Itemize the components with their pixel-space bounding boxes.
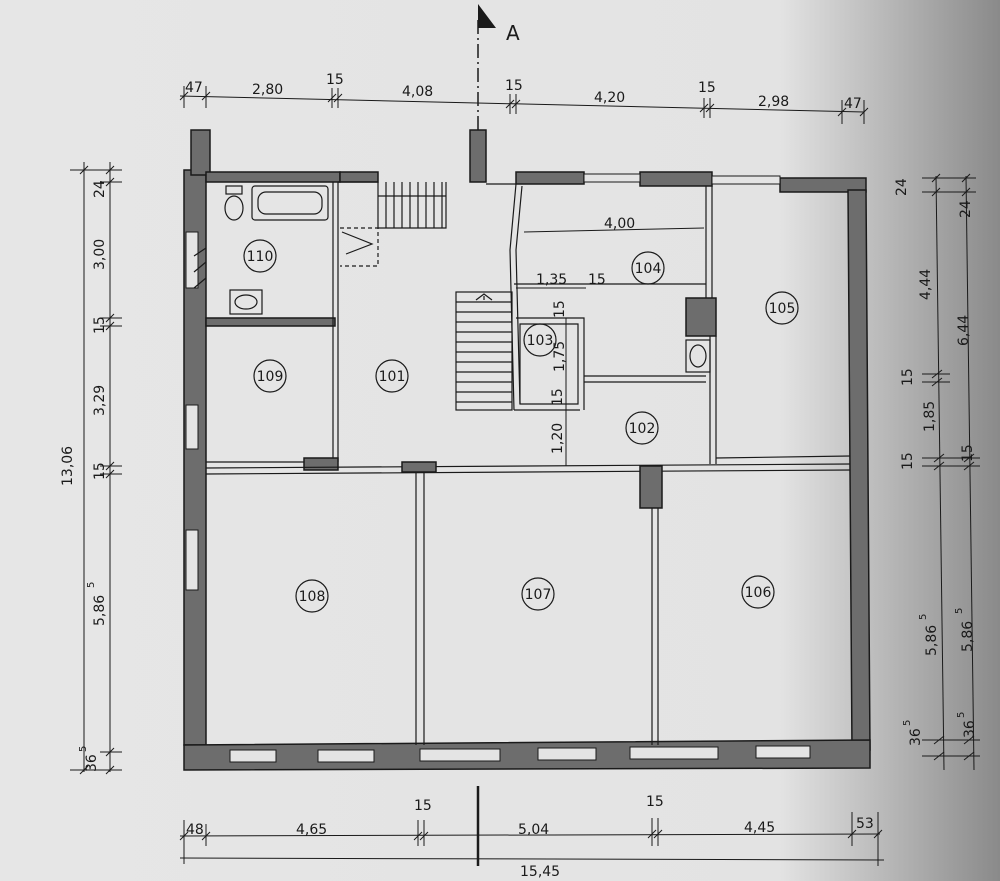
bottom-dim-2: 15: [414, 798, 432, 814]
room-101: 101: [375, 359, 409, 393]
duct-hatch: [193, 247, 207, 289]
right-inner-dim-4-sup: 5: [956, 712, 967, 718]
right-inner-dim-4: 36: [962, 720, 978, 738]
top-dim-2: 15: [326, 72, 344, 88]
left-dim-4: 15: [92, 462, 108, 480]
room-109: 109: [253, 359, 287, 393]
room-labels: 110 109 101 104 103 102 105 108: [243, 239, 799, 613]
section-marker: [476, 4, 496, 866]
interior-walls: [205, 181, 851, 745]
svg-text:110: 110: [247, 249, 274, 265]
left-dim-5: 5,86: [92, 595, 108, 626]
right-inner-dim-3-sup: 5: [954, 608, 965, 614]
interior-dim-5: 15: [550, 388, 566, 406]
svg-text:108: 108: [299, 589, 326, 605]
left-dim-2: 15: [92, 316, 108, 334]
svg-text:107: 107: [525, 587, 552, 603]
interior-dim-1: 1,35: [536, 272, 567, 288]
bottom-windows: [229, 745, 811, 763]
svg-text:103: 103: [527, 333, 554, 349]
right-inner-dim-2: 15: [960, 444, 976, 462]
right-outer-dim-4: 15: [900, 452, 916, 470]
right-inner-dim-1: 6,44: [956, 315, 972, 346]
svg-text:101: 101: [379, 369, 406, 385]
stairs-upper: [340, 182, 447, 267]
interior-dimensions: 4,00 1,35 15 15 1,75 15 1,20: [516, 216, 705, 466]
bottom-dim-0: 48: [186, 822, 204, 838]
room-105: 105: [765, 291, 799, 325]
left-dim-3: 3,29: [92, 385, 108, 416]
bottom-dim-4: 15: [646, 794, 664, 810]
top-dim-5: 4,20: [594, 90, 625, 106]
right-outer-dim-3: 1,85: [922, 401, 938, 432]
interior-dim-0: 4,00: [604, 216, 635, 232]
svg-text:105: 105: [769, 301, 796, 317]
interior-dim-6: 1,20: [550, 423, 566, 454]
svg-text:109: 109: [257, 369, 284, 385]
interior-dim-4: 1,75: [552, 341, 568, 372]
section-label: A: [506, 21, 520, 45]
bottom-dim-1: 4,65: [296, 822, 327, 838]
room-103: 103: [523, 323, 557, 357]
stairs-main: [455, 291, 513, 411]
left-dim-5-sup: 5: [86, 582, 97, 588]
left-dimension-line: 13,06 24 3,00 15 3,29 15 5,86 5 36 5: [60, 162, 122, 775]
top-windows: [583, 173, 781, 185]
left-dim-6-sup: 5: [78, 746, 89, 752]
right-dimension-lines: 24 4,44 15 1,85 15 5,86 5 36 5 24 6,44 1…: [894, 173, 980, 771]
room-108: 108: [295, 579, 329, 613]
room-102: 102: [625, 411, 659, 445]
top-dim-6: 15: [698, 80, 716, 96]
room-110: 110: [243, 239, 277, 273]
top-dim-3: 4,08: [402, 84, 433, 100]
svg-text:102: 102: [629, 421, 656, 437]
bottom-dim-3: 5,04: [518, 822, 549, 838]
top-dim-7: 2,98: [758, 94, 789, 110]
bottom-dim-5: 4,45: [744, 820, 775, 836]
top-dim-8: 47: [844, 96, 862, 112]
bottom-dimension-line: 48 4,65 15 5,04 15 4,45 53 15,45: [179, 794, 885, 880]
right-outer-dim-1: 4,44: [918, 269, 934, 300]
bottom-total: 15,45: [520, 864, 560, 880]
left-total: 13,06: [60, 446, 76, 486]
svg-text:106: 106: [745, 585, 772, 601]
top-dim-4: 15: [505, 78, 523, 94]
sink-icon-104: [685, 339, 711, 373]
bottom-dim-6: 53: [856, 816, 874, 832]
toilet-icon: [224, 185, 244, 221]
left-windows: [185, 231, 199, 591]
right-outer-dim-6: 36: [908, 728, 924, 746]
right-outer-dim-2: 15: [900, 368, 916, 386]
right-outer-dim-5: 5,86: [924, 625, 940, 656]
top-dim-1: 2,80: [252, 82, 283, 98]
right-inner-dim-0: 24: [958, 200, 974, 218]
exterior-walls: [183, 129, 871, 771]
right-outer-dim-5-sup: 5: [918, 614, 929, 620]
right-inner-dim-3: 5,86: [960, 621, 976, 652]
right-outer-dim-0: 24: [894, 178, 910, 196]
interior-dim-2: 15: [588, 272, 606, 288]
left-dim-0: 24: [92, 180, 108, 198]
room-104: 104: [631, 251, 665, 285]
right-outer-dim-6-sup: 5: [902, 720, 913, 726]
top-dim-0: 47: [185, 80, 203, 96]
top-dimension-line: 47 2,80 15 4,08 15 4,20 15 2,98 47: [179, 72, 869, 124]
left-dim-6: 36: [84, 754, 100, 772]
interior-dim-3: 15: [552, 300, 568, 318]
room-107: 107: [521, 577, 555, 611]
room-106: 106: [741, 575, 775, 609]
svg-text:104: 104: [635, 261, 662, 277]
sink-icon: [229, 289, 263, 315]
bathtub-icon: [251, 185, 329, 221]
left-dim-1: 3,00: [92, 239, 108, 270]
